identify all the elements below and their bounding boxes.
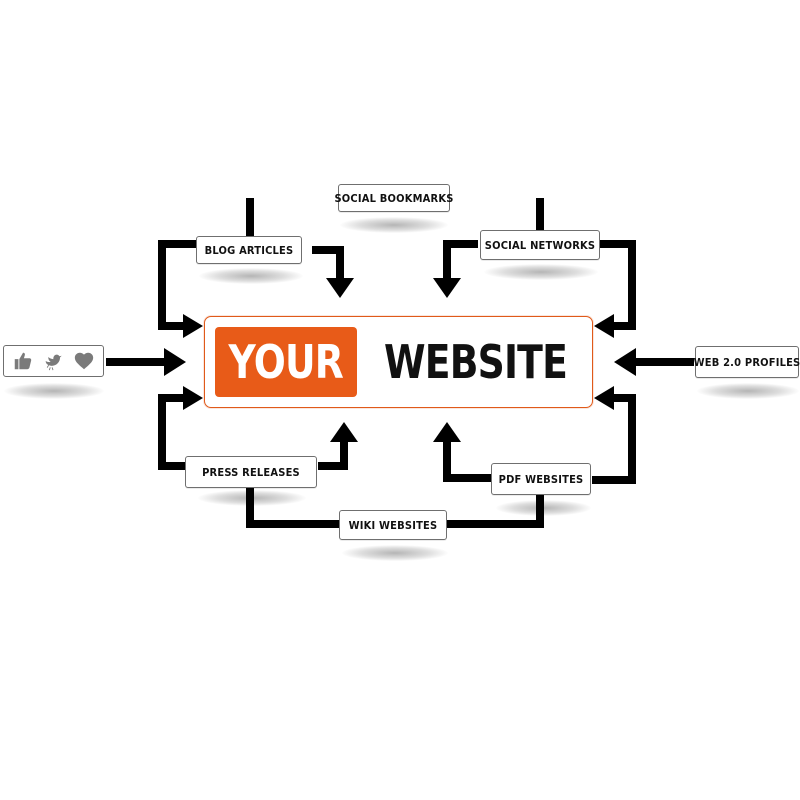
top-left-loop-line: [158, 198, 254, 330]
bird-icon: [46, 354, 63, 371]
arrowhead-pdf: [433, 422, 461, 442]
social-networks-label: SOCIAL NETWORKS: [480, 230, 600, 260]
website-label: WEBSITE: [383, 335, 568, 389]
press-releases-label: PRESS RELEASES: [185, 456, 317, 488]
social-networks-shadow: [484, 264, 598, 280]
arrowhead-bottom-left: [183, 386, 203, 410]
bottom-left-loop-line: [246, 488, 340, 528]
arrowhead-web-profiles: [614, 348, 636, 376]
social-networks-line: [443, 240, 478, 280]
pdf-websites-line: [443, 440, 492, 482]
blog-articles-shadow: [199, 268, 303, 284]
arrowhead-social-networks: [433, 278, 461, 298]
press-releases-line: [318, 440, 348, 470]
thumbs-up-icon: [14, 352, 32, 370]
wiki-websites-shadow: [342, 545, 448, 561]
blog-articles-label: BLOG ARTICLES: [196, 236, 302, 264]
arrowhead-blog: [326, 278, 354, 298]
your-label: YOUR: [228, 335, 344, 389]
blog-articles-line: [312, 246, 344, 280]
wiki-websites-label: WIKI WEBSITES: [339, 510, 447, 540]
bottom-right-side-line: [592, 394, 636, 484]
pdf-websites-label: PDF WEBSITES: [491, 463, 591, 495]
arrowhead-press: [330, 422, 358, 442]
arrowhead-top-left: [183, 314, 203, 338]
your-label-block: YOUR: [215, 327, 357, 397]
bottom-left-side-line: [158, 394, 186, 470]
top-right-loop-line: [536, 198, 636, 330]
social-bookmarks-shadow: [340, 217, 448, 233]
arrowhead-top-right: [594, 314, 614, 338]
social-icons-box: [3, 345, 104, 377]
arrowhead-icons: [164, 348, 186, 376]
arrowhead-bottom-right: [594, 386, 614, 410]
web-profiles-label: WEB 2.0 PROFILES: [694, 346, 800, 378]
icons-shadow: [4, 383, 104, 399]
web-profiles-shadow: [697, 383, 799, 399]
heart-icon: [74, 352, 93, 370]
social-bookmarks-label: SOCIAL BOOKMARKS: [334, 184, 453, 212]
